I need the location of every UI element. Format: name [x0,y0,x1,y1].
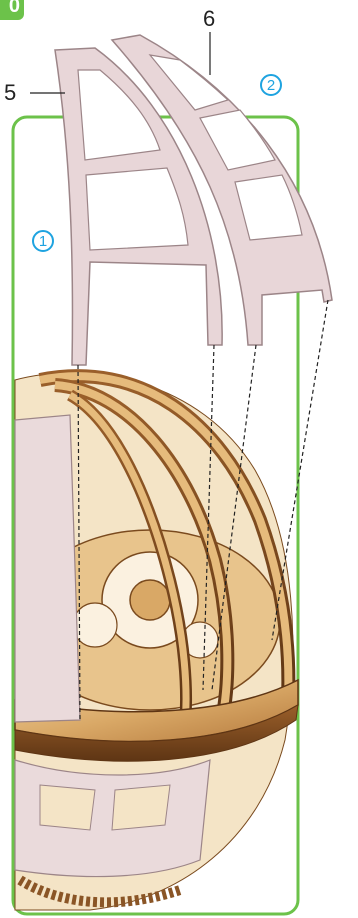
callout-part-6: 6 [203,8,215,30]
step-2-badge: 2 [260,74,282,96]
step-1-badge: 1 [32,230,54,252]
step-number-badge: 0 [0,0,24,20]
callout-part-5: 5 [4,82,16,104]
sphere-assembly [15,373,298,910]
